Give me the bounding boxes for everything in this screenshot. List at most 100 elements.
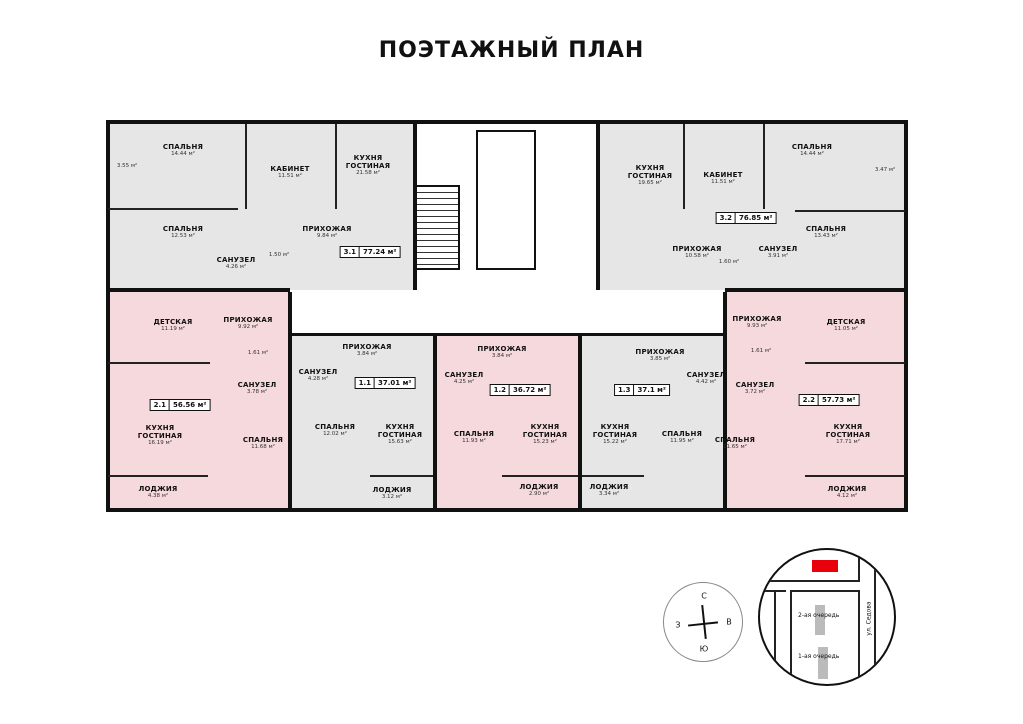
queue-1-label: 1-ая очередь <box>798 653 840 660</box>
wall <box>723 292 727 510</box>
compass-east: В <box>726 617 732 627</box>
road <box>790 590 792 684</box>
road <box>858 590 860 680</box>
partition <box>370 475 433 477</box>
building-queue-2 <box>815 605 825 635</box>
wall <box>106 508 908 512</box>
apartment-3-2-area <box>598 124 905 290</box>
compass-rose: С Ю В З <box>663 582 743 662</box>
partition <box>502 475 578 477</box>
apartment-1-2-area <box>435 335 580 510</box>
partition <box>683 124 685 209</box>
partition <box>763 124 765 209</box>
wall <box>108 288 290 292</box>
road <box>858 550 860 582</box>
partition <box>335 124 337 209</box>
compass-south: Ю <box>699 644 709 654</box>
room-wc: 1.50 м² <box>268 251 290 258</box>
wall <box>290 333 725 336</box>
road <box>760 580 860 582</box>
road <box>874 565 876 684</box>
building-queue-1 <box>818 647 828 679</box>
room-wc: 1.61 м² <box>247 349 269 356</box>
partition <box>108 362 210 364</box>
elevator-shaft <box>476 130 536 270</box>
compass-west: З <box>675 620 681 630</box>
partition <box>805 362 905 364</box>
building-marker <box>812 560 838 572</box>
partition <box>245 124 247 209</box>
staircase <box>415 185 460 270</box>
wall <box>106 120 110 512</box>
wall <box>904 120 908 512</box>
room-balcony: 3.47 м² <box>874 166 896 173</box>
apartment-1-1-area <box>290 335 435 510</box>
page-title: ПОЭТАЖНЫЙ ПЛАН <box>378 38 645 63</box>
wall <box>596 124 600 290</box>
partition <box>108 208 238 210</box>
wall <box>413 124 417 290</box>
compass-north: С <box>701 591 707 601</box>
partition <box>582 475 644 477</box>
apartment-1-3-area <box>580 335 725 510</box>
partition <box>108 475 208 477</box>
road <box>760 590 786 592</box>
wall <box>725 288 907 292</box>
corridor <box>290 292 725 335</box>
road <box>790 590 860 592</box>
wall <box>288 292 292 510</box>
wall <box>578 335 582 510</box>
street-label: ул. Седова <box>865 601 873 636</box>
apartment-3-1-area <box>108 124 415 290</box>
partition <box>805 475 905 477</box>
room-balcony: 3.55 м² <box>116 162 138 169</box>
road <box>774 590 776 684</box>
room-wc: 1.61 м² <box>750 347 772 354</box>
partition <box>795 210 905 212</box>
